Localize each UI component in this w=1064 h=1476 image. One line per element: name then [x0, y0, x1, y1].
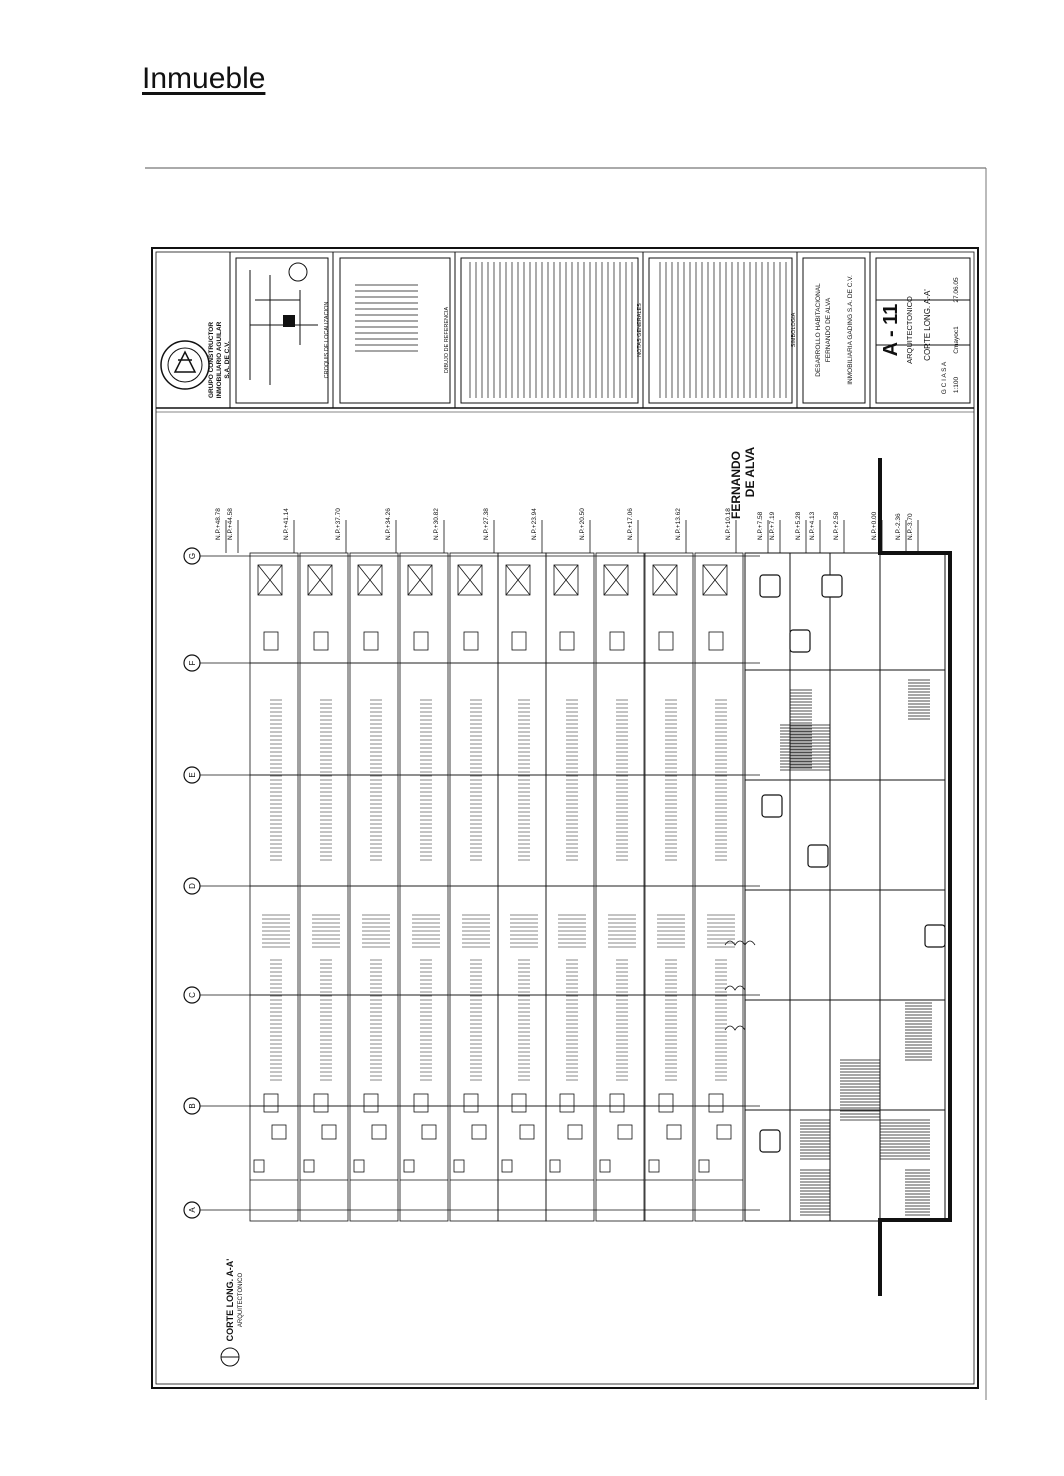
date: 27.06.05: [953, 277, 960, 303]
owner-name: INMOBILIARIA GADING S.A. DE C.V.: [847, 275, 854, 385]
level-label: N.P.+23.94: [531, 508, 538, 540]
drawn-by: Cmayoc1: [953, 326, 960, 354]
level-label: N.P.+2.58: [833, 511, 840, 540]
axis-bubble-a: [183, 1201, 201, 1219]
level-label: N.P.+0.00: [871, 511, 878, 540]
ground-line: [878, 458, 952, 1296]
location-map: [235, 257, 329, 404]
project-name-1: DESARROLLO HABITACIONAL: [815, 283, 822, 377]
level-label: N.P.+13.62: [675, 508, 682, 540]
level-label: N.P.+10.18: [725, 508, 732, 540]
section-title: CORTE LONG. A-A': [225, 1259, 235, 1342]
legend-caption: SIMBOLOGIA: [791, 312, 797, 347]
level-label: N.P.+17.06: [627, 508, 634, 540]
axis-label-c: C: [188, 992, 197, 998]
level-label: N.P.-3.70: [907, 513, 914, 540]
axis-bubble-d: [183, 877, 201, 895]
axis-bubble-c: [183, 986, 201, 1004]
axis-bubble-g: [183, 547, 201, 565]
axis-bubble-e: [183, 766, 201, 784]
sheet-name: CORTE LONG. A-A': [923, 289, 932, 361]
axis-bubble-b: [183, 1097, 201, 1115]
axis-bubble-f: [183, 654, 201, 672]
axis-label-f: F: [188, 660, 197, 665]
location-caption: CROQUIS DE LOCALIZACION: [324, 302, 330, 379]
level-label: N.P.+20.50: [579, 508, 586, 540]
axis-label-g: G: [188, 553, 197, 559]
axis-label-b: B: [188, 1103, 197, 1108]
level-label: N.P.+44.58: [227, 508, 234, 540]
company-name-3: S.A. DE C.V.: [224, 341, 231, 379]
street-label-2: DE ALVA: [743, 446, 757, 497]
level-label: N.P.+5.28: [795, 511, 802, 540]
level-label: N.P.+27.38: [483, 508, 490, 540]
scale: 1:100: [953, 376, 960, 393]
level-label: N.P.+37.70: [335, 508, 342, 540]
general-notes: [460, 257, 639, 404]
axis-label-d: D: [188, 883, 197, 889]
plan-border: [151, 247, 979, 1389]
level-label: N.P.+7.19: [769, 511, 776, 540]
company-logo: [160, 340, 210, 390]
symbol-legend: [648, 257, 793, 404]
company-name-2: INMOBILIARIO AGUILAR: [216, 321, 223, 398]
level-label: N.P.-2.36: [895, 513, 902, 540]
project-name-2: FERNANDO DE ALVA: [825, 297, 832, 362]
page-heading: Inmueble: [142, 62, 266, 95]
level-label: N.P.+48.78: [215, 508, 222, 540]
street-label-1: FERNANDO: [729, 451, 743, 519]
level-label: N.P.+34.26: [385, 508, 392, 540]
section-subtitle: ARQUITECTONICO: [238, 1273, 244, 1328]
level-label: N.P.+4.13: [809, 511, 816, 540]
level-label: N.P.+41.14: [283, 508, 290, 540]
level-label: N.P.+7.58: [757, 511, 764, 540]
reference-drawing: [339, 257, 451, 404]
company-name-1: GRUPO CONSTRUCTOR: [208, 322, 215, 398]
axis-label-a: A: [188, 1207, 197, 1213]
axis-label-e: E: [188, 772, 197, 777]
sheet-number: A - 11: [880, 304, 902, 357]
reference-caption: DIBUJO DE REFERENCIA: [444, 307, 450, 374]
company-short: G C I A S A: [941, 361, 948, 394]
notes-caption: NOTAS GENERALES: [637, 303, 643, 357]
title-block: [156, 252, 974, 413]
level-label: N.P.+30.82: [433, 508, 440, 540]
sheet-type: ARQUITECTONICO: [905, 296, 914, 364]
section-drawing: [200, 458, 952, 1296]
